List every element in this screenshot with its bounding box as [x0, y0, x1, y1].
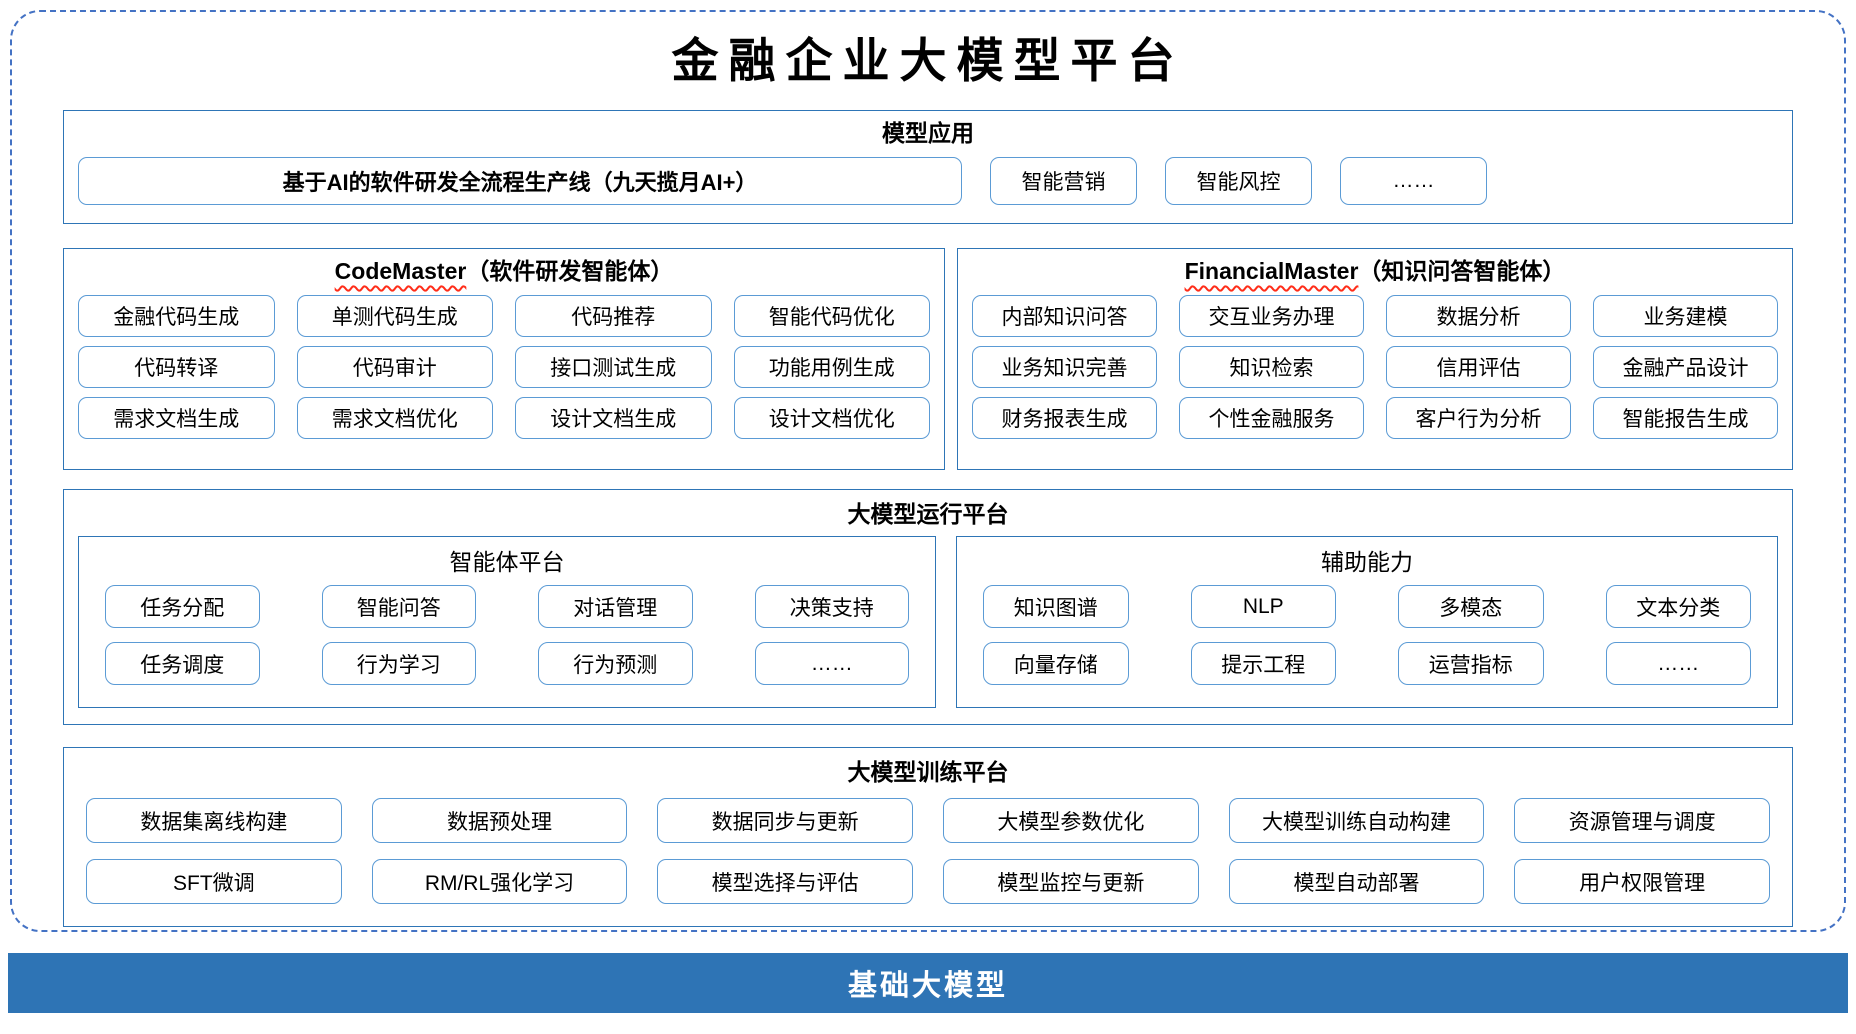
capability-box: 对话管理	[538, 585, 693, 628]
agents-row: CodeMaster（软件研发智能体） 金融代码生成 单测代码生成 代码推荐 智…	[63, 248, 1793, 470]
capability-box: ……	[1605, 642, 1751, 685]
capability-box: 代码审计	[296, 346, 493, 388]
capability-box: 提示工程	[1190, 642, 1336, 685]
capability-box: 决策支持	[754, 585, 909, 628]
capability-box: 知识检索	[1179, 346, 1364, 388]
capability-box: 业务知识完善	[972, 346, 1157, 388]
capability-box: 资源管理与调度	[1514, 798, 1770, 843]
capability-box: 客户行为分析	[1386, 397, 1571, 439]
capability-box: 模型监控与更新	[943, 859, 1199, 904]
capability-box: 任务分配	[105, 585, 260, 628]
app-box-ellipsis: ……	[1340, 157, 1487, 205]
subsection-agent-platform: 智能体平台 任务分配 智能问答 对话管理 决策支持 任务调度 行为学习 行为预测…	[78, 536, 936, 708]
capability-box: 模型选择与评估	[657, 859, 913, 904]
capability-box: 数据分析	[1386, 295, 1571, 337]
capability-box: 交互业务办理	[1179, 295, 1364, 337]
capability-box: 业务建模	[1593, 295, 1778, 337]
capability-box: 代码转译	[78, 346, 275, 388]
capability-box: 金融产品设计	[1593, 346, 1778, 388]
codemaster-grid: 金融代码生成 单测代码生成 代码推荐 智能代码优化 代码转译 代码审计 接口测试…	[78, 295, 930, 439]
codemaster-suffix: （软件研发智能体）	[466, 258, 674, 284]
model-applications-row: 基于AI的软件研发全流程生产线（九天揽月AI+） 智能营销 智能风控 ……	[78, 157, 1778, 205]
capability-box: SFT微调	[86, 859, 342, 904]
capability-box: 设计文档生成	[515, 397, 712, 439]
section-title-financialmaster: FinancialMaster（知识问答智能体）	[972, 255, 1778, 287]
capability-box: 代码推荐	[515, 295, 712, 337]
capability-box: 信用评估	[1386, 346, 1571, 388]
capability-box: NLP	[1190, 585, 1336, 628]
capability-box: 大模型训练自动构建	[1228, 798, 1485, 843]
section-title-training-platform: 大模型训练平台	[847, 759, 1009, 785]
training-platform-grid: 数据集离线构建 数据预处理 数据同步与更新 大模型参数优化 大模型训练自动构建 …	[86, 798, 1770, 904]
subsection-title-agent-platform: 智能体平台	[449, 549, 565, 575]
section-training-platform: 大模型训练平台 数据集离线构建 数据预处理 数据同步与更新 大模型参数优化 大模…	[63, 747, 1793, 927]
section-title-run-platform: 大模型运行平台	[847, 501, 1009, 527]
section-run-platform: 大模型运行平台 智能体平台 任务分配 智能问答 对话管理 决策支持 任务调度 行…	[63, 489, 1793, 725]
capability-box: 功能用例生成	[733, 346, 930, 388]
capability-box: 模型自动部署	[1228, 859, 1485, 904]
capability-box: 多模态	[1398, 585, 1544, 628]
capability-box: 内部知识问答	[972, 295, 1157, 337]
capability-box: 行为学习	[321, 642, 476, 685]
agent-platform-grid: 任务分配 智能问答 对话管理 决策支持 任务调度 行为学习 行为预测 ……	[105, 585, 909, 685]
capability-box: RM/RL强化学习	[371, 859, 628, 904]
subsection-title-auxiliary: 辅助能力	[1321, 549, 1413, 575]
capability-box: 需求文档优化	[296, 397, 493, 439]
capability-box: 用户权限管理	[1514, 859, 1770, 904]
capability-box: 行为预测	[538, 642, 693, 685]
capability-box: 向量存储	[983, 642, 1129, 685]
capability-box: 知识图谱	[983, 585, 1129, 628]
capability-box: 设计文档优化	[733, 397, 930, 439]
financialmaster-suffix: （知识问答智能体）	[1358, 258, 1566, 284]
subsection-auxiliary-capabilities: 辅助能力 知识图谱 NLP 多模态 文本分类 向量存储 提示工程 运营指标 ……	[956, 536, 1778, 708]
financialmaster-grid: 内部知识问答 交互业务办理 数据分析 业务建模 业务知识完善 知识检索 信用评估…	[972, 295, 1778, 439]
section-title-model-applications: 模型应用	[882, 120, 974, 146]
outer-dashed-frame: 金融企业大模型平台 模型应用 基于AI的软件研发全流程生产线（九天揽月AI+） …	[10, 10, 1846, 932]
capability-box: 单测代码生成	[296, 295, 493, 337]
codemaster-name: CodeMaster	[334, 258, 467, 284]
capability-box: 任务调度	[105, 642, 260, 685]
capability-box: 个性金融服务	[1179, 397, 1364, 439]
capability-box: 数据预处理	[371, 798, 628, 843]
capability-box: 大模型参数优化	[943, 798, 1199, 843]
capability-box: 智能报告生成	[1593, 397, 1778, 439]
app-box-ai-pipeline: 基于AI的软件研发全流程生产线（九天揽月AI+）	[78, 157, 962, 205]
capability-box: ……	[754, 642, 909, 685]
page-title: 金融企业大模型平台	[671, 34, 1185, 89]
section-financialmaster: FinancialMaster（知识问答智能体） 内部知识问答 交互业务办理 数…	[957, 248, 1793, 470]
app-box-marketing: 智能营销	[990, 157, 1137, 205]
capability-box: 金融代码生成	[78, 295, 275, 337]
financialmaster-name: FinancialMaster	[1184, 258, 1359, 284]
section-model-applications: 模型应用 基于AI的软件研发全流程生产线（九天揽月AI+） 智能营销 智能风控 …	[63, 110, 1793, 224]
capability-box: 财务报表生成	[972, 397, 1157, 439]
capability-box: 文本分类	[1605, 585, 1751, 628]
capability-box: 需求文档生成	[78, 397, 275, 439]
run-platform-row: 智能体平台 任务分配 智能问答 对话管理 决策支持 任务调度 行为学习 行为预测…	[78, 536, 1778, 708]
section-codemaster: CodeMaster（软件研发智能体） 金融代码生成 单测代码生成 代码推荐 智…	[63, 248, 945, 470]
capability-box: 数据集离线构建	[86, 798, 342, 843]
app-box-risk-control: 智能风控	[1165, 157, 1312, 205]
foundation-model-bar: 基础大模型	[8, 953, 1848, 1013]
capability-box: 智能问答	[321, 585, 476, 628]
capability-box: 数据同步与更新	[657, 798, 913, 843]
capability-box: 智能代码优化	[733, 295, 930, 337]
auxiliary-grid: 知识图谱 NLP 多模态 文本分类 向量存储 提示工程 运营指标 ……	[983, 585, 1751, 685]
section-title-codemaster: CodeMaster（软件研发智能体）	[78, 255, 930, 287]
capability-box: 接口测试生成	[515, 346, 712, 388]
capability-box: 运营指标	[1398, 642, 1544, 685]
